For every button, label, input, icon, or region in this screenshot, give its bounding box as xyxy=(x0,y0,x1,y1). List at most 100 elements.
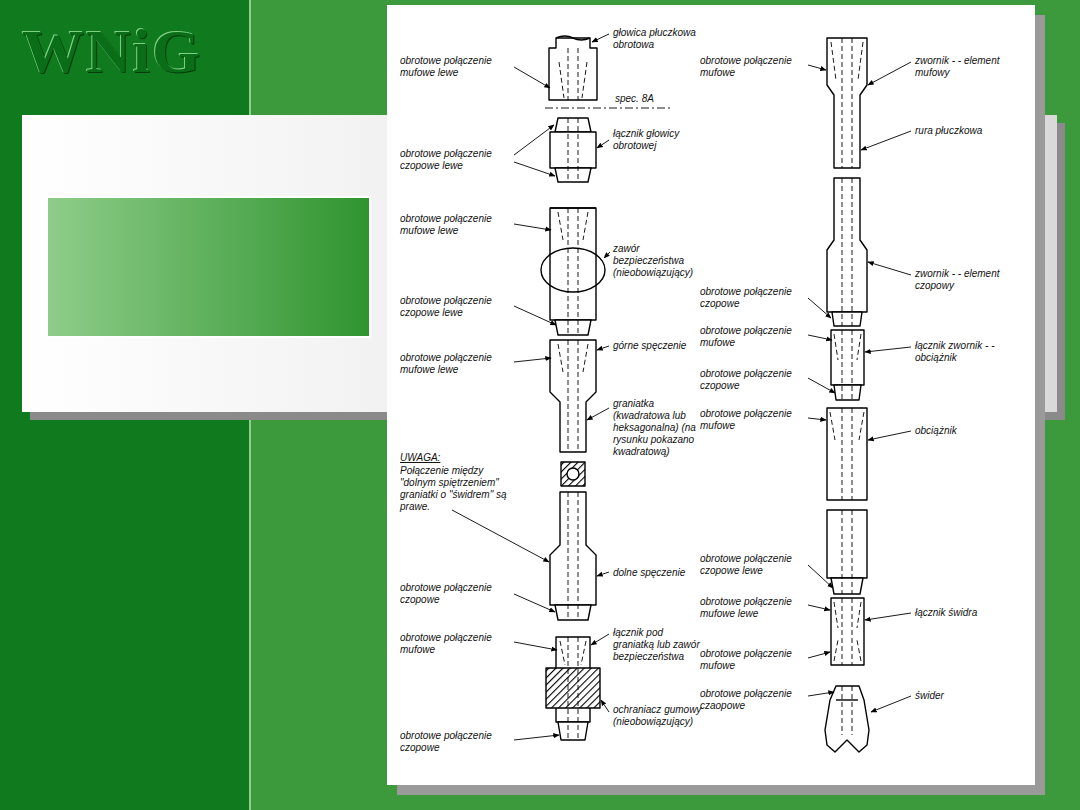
drill-string-drawing xyxy=(555,605,591,620)
drill-string-drawing xyxy=(836,699,858,700)
leader-lines xyxy=(514,642,557,650)
part-label: graniatka (kwadratowa lub heksagonalna) … xyxy=(613,398,701,458)
leader-lines xyxy=(597,140,609,148)
connection-label: obrotowe połączenie czopowe xyxy=(700,286,804,310)
connection-label: obrotowe połączenie czopowe lewe xyxy=(400,295,510,319)
connection-label: obrotowe połączenie mufowe lewe xyxy=(400,213,510,237)
connection-label: obrotowe połączenie czopowe lewe xyxy=(400,148,510,172)
leader-lines xyxy=(808,565,833,588)
drill-string-drawing xyxy=(550,340,596,452)
drill-string-drawing xyxy=(831,330,864,385)
leader-lines xyxy=(452,510,549,562)
leader-lines xyxy=(514,735,559,740)
bore-lines xyxy=(842,510,852,594)
drill-string-drawing xyxy=(555,320,591,335)
leader-lines xyxy=(868,431,911,440)
part-label: łącznik pod graniatką lub zawór bezpiecz… xyxy=(613,627,701,663)
leader-lines xyxy=(514,358,551,362)
part-label: łącznik świdra xyxy=(915,607,1020,619)
drill-string-drawing xyxy=(555,168,591,182)
leader-lines xyxy=(808,652,830,658)
watermark: WNiG xyxy=(22,18,202,84)
leader-lines xyxy=(514,125,554,155)
background xyxy=(47,197,370,337)
bore-lines xyxy=(560,637,586,740)
leader-lines xyxy=(514,162,555,176)
bore-lines xyxy=(545,108,672,109)
drill-string-drawing xyxy=(550,208,596,320)
drill-string-drawing xyxy=(831,598,864,665)
bore-lines xyxy=(834,330,861,400)
connection-label: obrotowe połączenie mufowe xyxy=(700,408,804,432)
bore-lines xyxy=(831,38,863,168)
background xyxy=(387,5,1035,785)
drill-string-drawing xyxy=(827,178,867,312)
connection-label: obrotowe połączenie mufowe xyxy=(700,648,804,672)
leader-lines xyxy=(604,252,610,258)
drill-string-drawing xyxy=(556,36,590,40)
leader-lines xyxy=(514,224,551,230)
bore-lines xyxy=(558,208,588,335)
leader-lines xyxy=(808,378,835,393)
note-text: Połączenie między "dolnym spiętrzeniem" … xyxy=(400,465,512,513)
drill-string-drawing xyxy=(550,492,596,605)
bore-lines xyxy=(559,48,587,100)
connection-label: obrotowe połączenie czopowe lewe xyxy=(700,553,804,577)
drill-string-drawing xyxy=(546,668,600,708)
leader-lines xyxy=(514,67,550,88)
leader-lines xyxy=(514,594,555,612)
drill-string-drawing xyxy=(549,38,597,100)
leader-lines xyxy=(865,347,911,352)
drill-string-drawing xyxy=(831,578,863,594)
part-label: głowica płuczkowa obrotowa xyxy=(613,27,708,51)
leader-lines xyxy=(587,408,609,420)
leader-lines xyxy=(861,131,911,150)
drill-string-drawing xyxy=(561,462,585,486)
connection-label: obrotowe połączenie mufowe lewe xyxy=(700,596,804,620)
leader-lines xyxy=(871,696,911,712)
leader-lines xyxy=(868,262,911,275)
bore-lines xyxy=(834,598,861,665)
connection-label: obrotowe połączenie mufowe xyxy=(700,325,804,349)
part-label: łącznik głowicy obrotowej xyxy=(613,128,708,152)
part-label: świder xyxy=(915,690,1020,702)
connection-label: obrotowe połączenie czopowe xyxy=(400,730,510,754)
drill-string-drawing xyxy=(834,385,861,400)
leader-lines xyxy=(592,34,609,42)
part-label: łącznik zwornik - - obciążnik xyxy=(915,340,1020,364)
bore-lines xyxy=(568,118,578,182)
leader-lines xyxy=(865,613,911,620)
spec-label: spec. 8A xyxy=(615,93,675,105)
leader-lines xyxy=(808,418,826,420)
leader-lines xyxy=(591,634,609,645)
drill-string-drawing xyxy=(541,36,869,752)
connection-label: obrotowe połączenie mufowe lewe xyxy=(400,352,510,376)
connection-label: obrotowe połączenie czaopowe xyxy=(700,688,804,712)
leader-lines xyxy=(808,298,831,318)
bore-lines xyxy=(842,178,852,326)
drill-string-drawing xyxy=(827,38,867,168)
part-label: zwornik - - element czopowy xyxy=(915,268,1020,292)
bore-lines xyxy=(842,686,852,735)
part-label: zwornik - - element mufowy xyxy=(915,55,1020,79)
leader-lines xyxy=(808,692,834,696)
bore-lines xyxy=(558,340,588,452)
leader-lines xyxy=(808,65,826,70)
part-label: obciążnik xyxy=(915,425,1020,437)
part-label: zawór bezpieczeństwa (nieobowiązujący) xyxy=(613,243,703,279)
connection-label: obrotowe połączenie mufowe lewe xyxy=(400,55,510,79)
leader-lines xyxy=(597,346,609,350)
leader-lines xyxy=(597,572,609,576)
leader-lines xyxy=(808,605,830,610)
connection-label: obrotowe połączenie czopowe xyxy=(400,582,510,606)
connection-label: obrotowe połączenie czopowe xyxy=(700,368,804,392)
drill-string-drawing xyxy=(825,686,869,752)
leader-lines xyxy=(601,700,609,712)
connection-label: obrotowe połączenie mufowe xyxy=(700,55,804,79)
connection-label: obrotowe połączenie mufowe xyxy=(400,632,510,656)
drill-string-drawing xyxy=(550,207,596,208)
